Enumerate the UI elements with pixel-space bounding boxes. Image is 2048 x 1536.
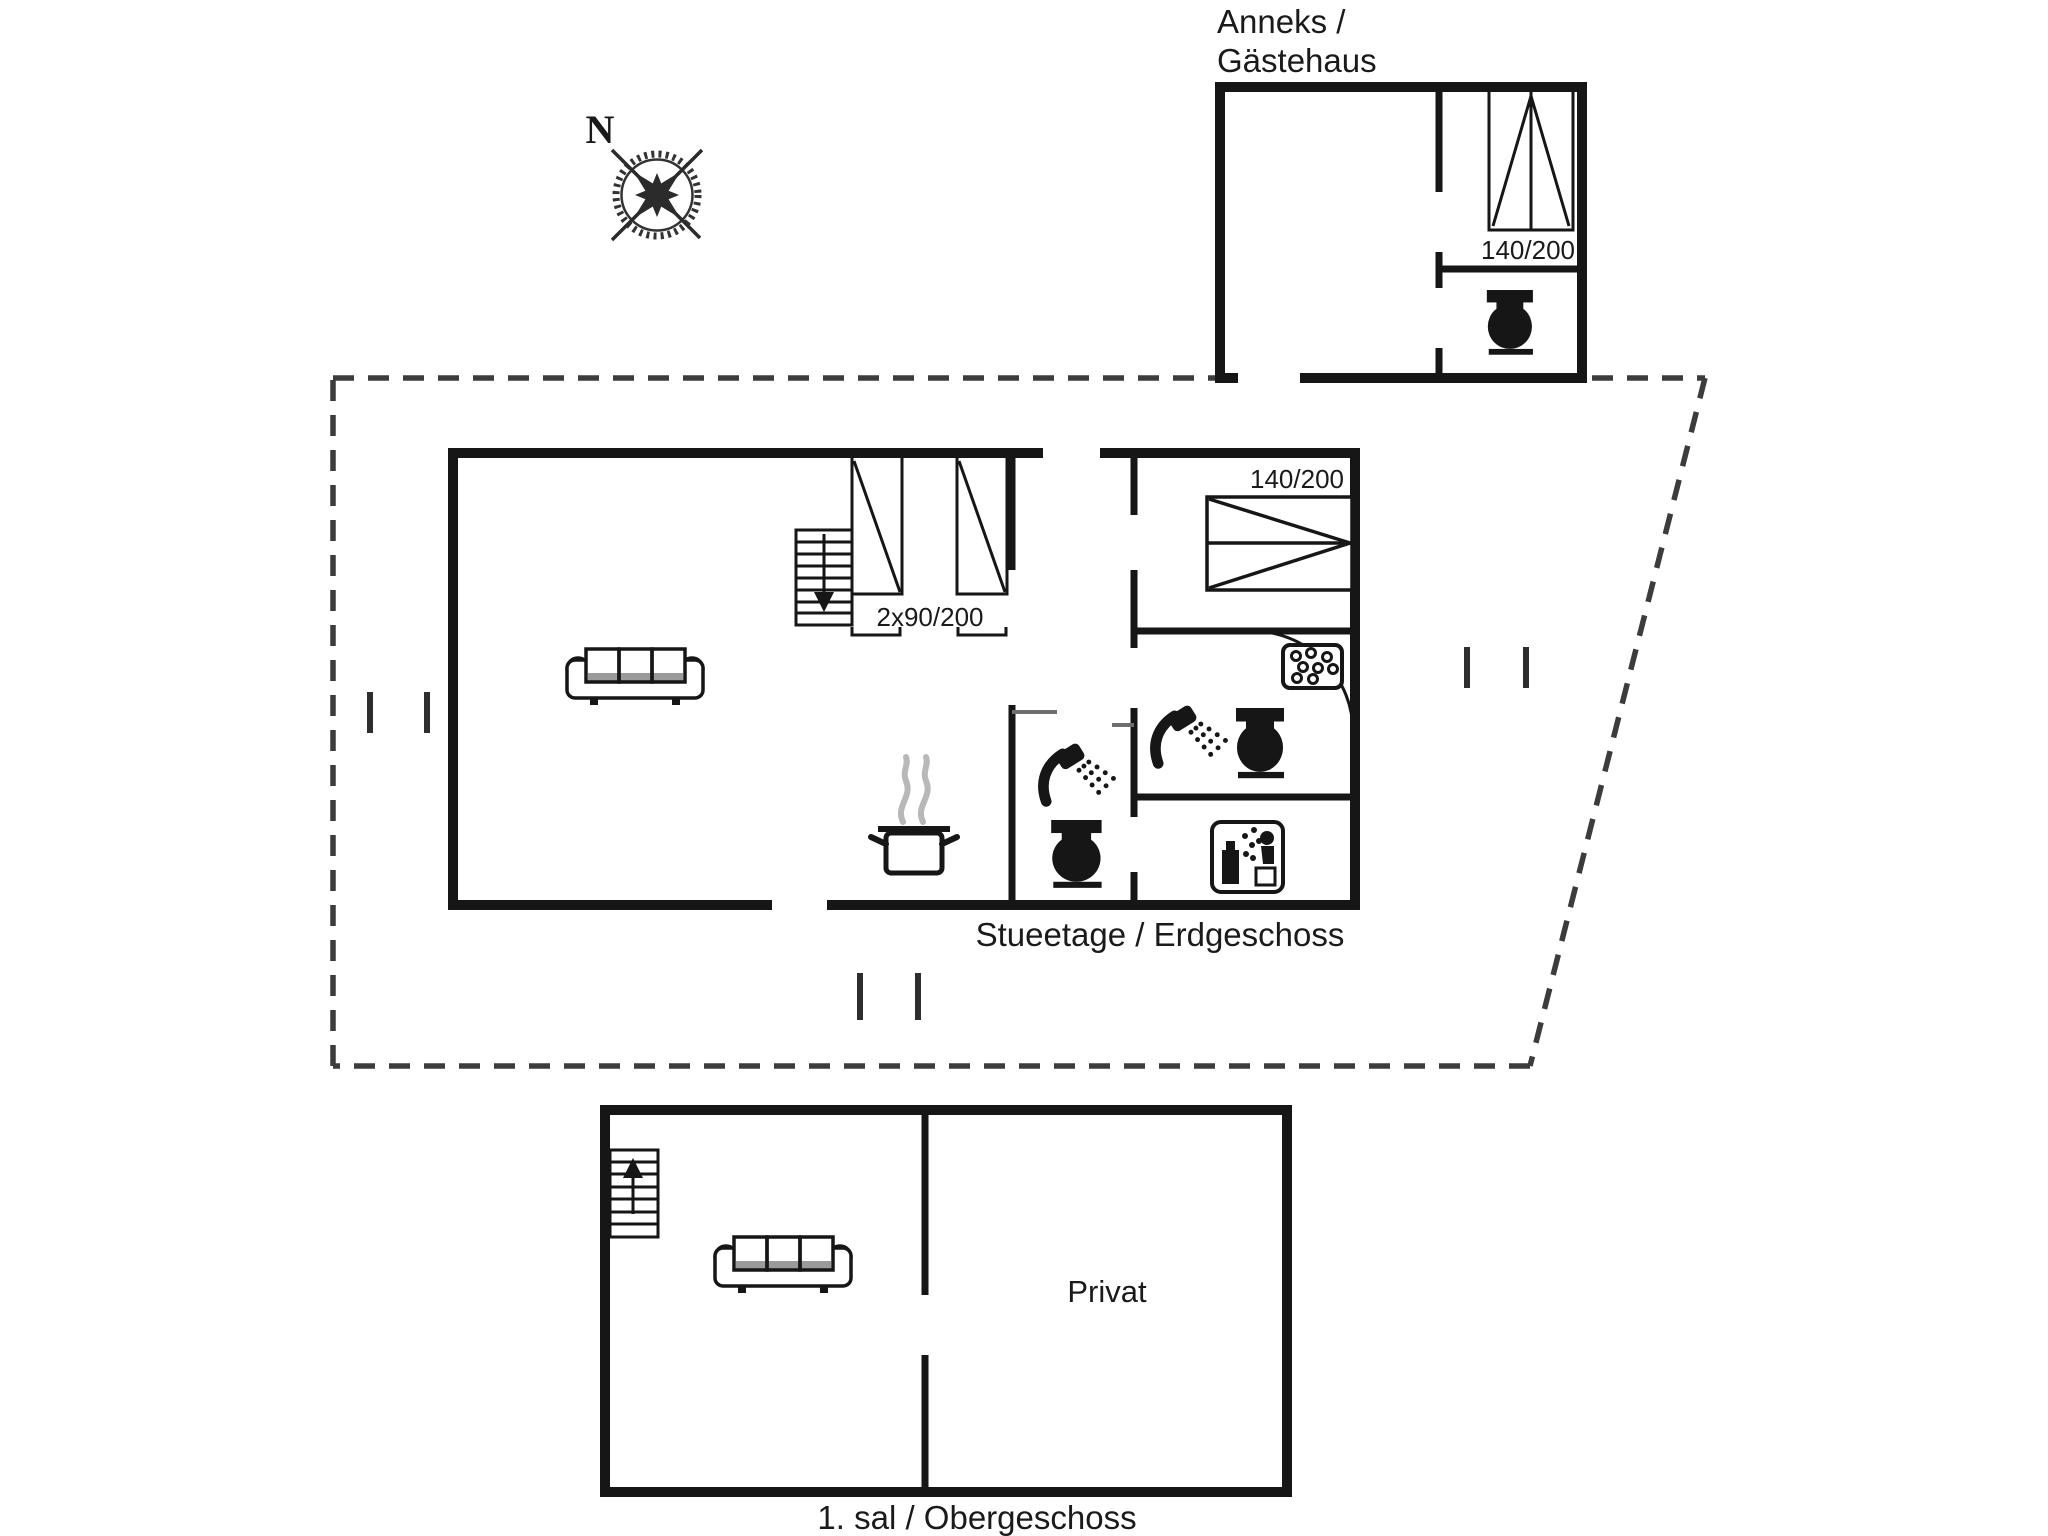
double-bed-icon <box>1205 495 1356 592</box>
ground-window-size-label: 2x90/200 <box>877 602 984 632</box>
sofa-icon <box>713 1235 853 1295</box>
washbasin-icon <box>1281 643 1344 690</box>
private-room-label: Privat <box>1067 1274 1147 1309</box>
sofa-icon <box>565 647 705 707</box>
annex-title-line2: Gästehaus <box>1217 42 1377 79</box>
upper-floor-building: Privat 1. sal / Obergeschoss <box>600 1105 1292 1536</box>
upper-floor-caption: 1. sal / Obergeschoss <box>817 1499 1136 1536</box>
ground-floor-building: 2x90/200 140/200 <box>448 448 1360 953</box>
annex-title-line1: Anneks / <box>1217 3 1346 40</box>
stairs-up-icon <box>608 1148 660 1239</box>
shower-icon <box>1043 742 1115 802</box>
shower-icon <box>1155 704 1227 764</box>
cooking-pot-icon <box>868 754 960 876</box>
bed-size-label: 140/200 <box>1250 464 1344 494</box>
upper-outer-walls <box>600 1105 1292 1497</box>
ground-outer-walls-right <box>827 448 1360 910</box>
annex-outer-walls <box>1215 82 1587 383</box>
toilet-icon <box>1236 708 1284 779</box>
casement-window-icon <box>850 458 1009 637</box>
plot-boundary <box>330 375 1708 1069</box>
compass-north-label: N <box>586 107 615 152</box>
stairs-down-icon <box>794 528 854 627</box>
annex-interior-walls <box>1435 92 1577 373</box>
washing-machine-icon <box>1210 820 1285 894</box>
wc-door-frame-lines <box>1012 710 1134 727</box>
compass-rose-icon: N <box>586 107 704 242</box>
annex-window-size-label: 140/200 <box>1481 235 1575 265</box>
ground-floor-caption: Stueetage / Erdgeschoss <box>976 916 1345 953</box>
ground-outer-walls-left <box>448 448 1043 910</box>
annex-building: Anneks / Gästehaus 140/200 <box>1215 3 1587 383</box>
tilt-window-icon <box>1487 90 1575 232</box>
boundary-opening-ticks <box>367 647 1529 1020</box>
toilet-icon <box>1051 820 1102 888</box>
ground-interior-walls <box>1008 448 1355 905</box>
toilet-icon <box>1486 290 1533 355</box>
